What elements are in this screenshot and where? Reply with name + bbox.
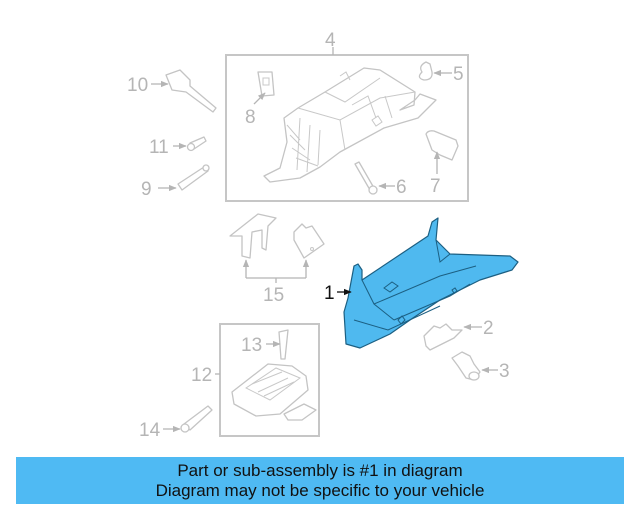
banner-line-2: Diagram may not be specific to your vehi… <box>155 480 485 500</box>
part-3[interactable]: 3 <box>451 351 510 382</box>
part-15[interactable]: 15 <box>229 213 325 306</box>
part-9[interactable]: 9 <box>141 164 210 200</box>
glove-box-housing-drawing <box>263 67 437 183</box>
callout-7: 7 <box>430 176 441 197</box>
callout-12: 12 <box>191 365 212 386</box>
console-box-drawing <box>231 363 317 421</box>
part-group-12[interactable]: 12 13 <box>191 323 320 437</box>
callout-10: 10 <box>127 75 148 96</box>
callout-3: 3 <box>499 361 510 382</box>
part-6[interactable]: 6 <box>354 161 407 198</box>
part-5[interactable]: 5 <box>418 61 464 85</box>
info-banner: Part or sub-assembly is #1 in diagram Di… <box>16 457 624 504</box>
callout-4: 4 <box>325 30 336 51</box>
callout-8: 8 <box>245 107 256 128</box>
callout-13: 13 <box>241 335 262 356</box>
part-11[interactable]: 11 <box>149 136 207 158</box>
callout-2: 2 <box>483 318 494 339</box>
callout-5: 5 <box>453 64 464 85</box>
callout-14: 14 <box>139 420 161 441</box>
callout-6: 6 <box>396 177 407 198</box>
part-group-4[interactable]: 4 5 8 7 <box>225 30 469 202</box>
part-10[interactable]: 10 <box>127 69 217 113</box>
parts-diagram: 4 5 8 7 <box>127 30 519 441</box>
banner-line-1: Part or sub-assembly is #1 in diagram <box>177 460 463 480</box>
callout-1: 1 <box>324 283 335 304</box>
callout-11: 11 <box>149 137 169 158</box>
callout-9: 9 <box>141 179 152 200</box>
part-1-highlighted[interactable]: 1 <box>324 217 519 349</box>
part-13[interactable]: 13 <box>241 329 289 360</box>
part-14[interactable]: 14 <box>139 405 213 441</box>
part-7[interactable]: 7 <box>425 130 459 197</box>
part-8[interactable]: 8 <box>245 71 275 128</box>
part-2[interactable]: 2 <box>423 318 494 351</box>
callout-15: 15 <box>263 285 284 306</box>
